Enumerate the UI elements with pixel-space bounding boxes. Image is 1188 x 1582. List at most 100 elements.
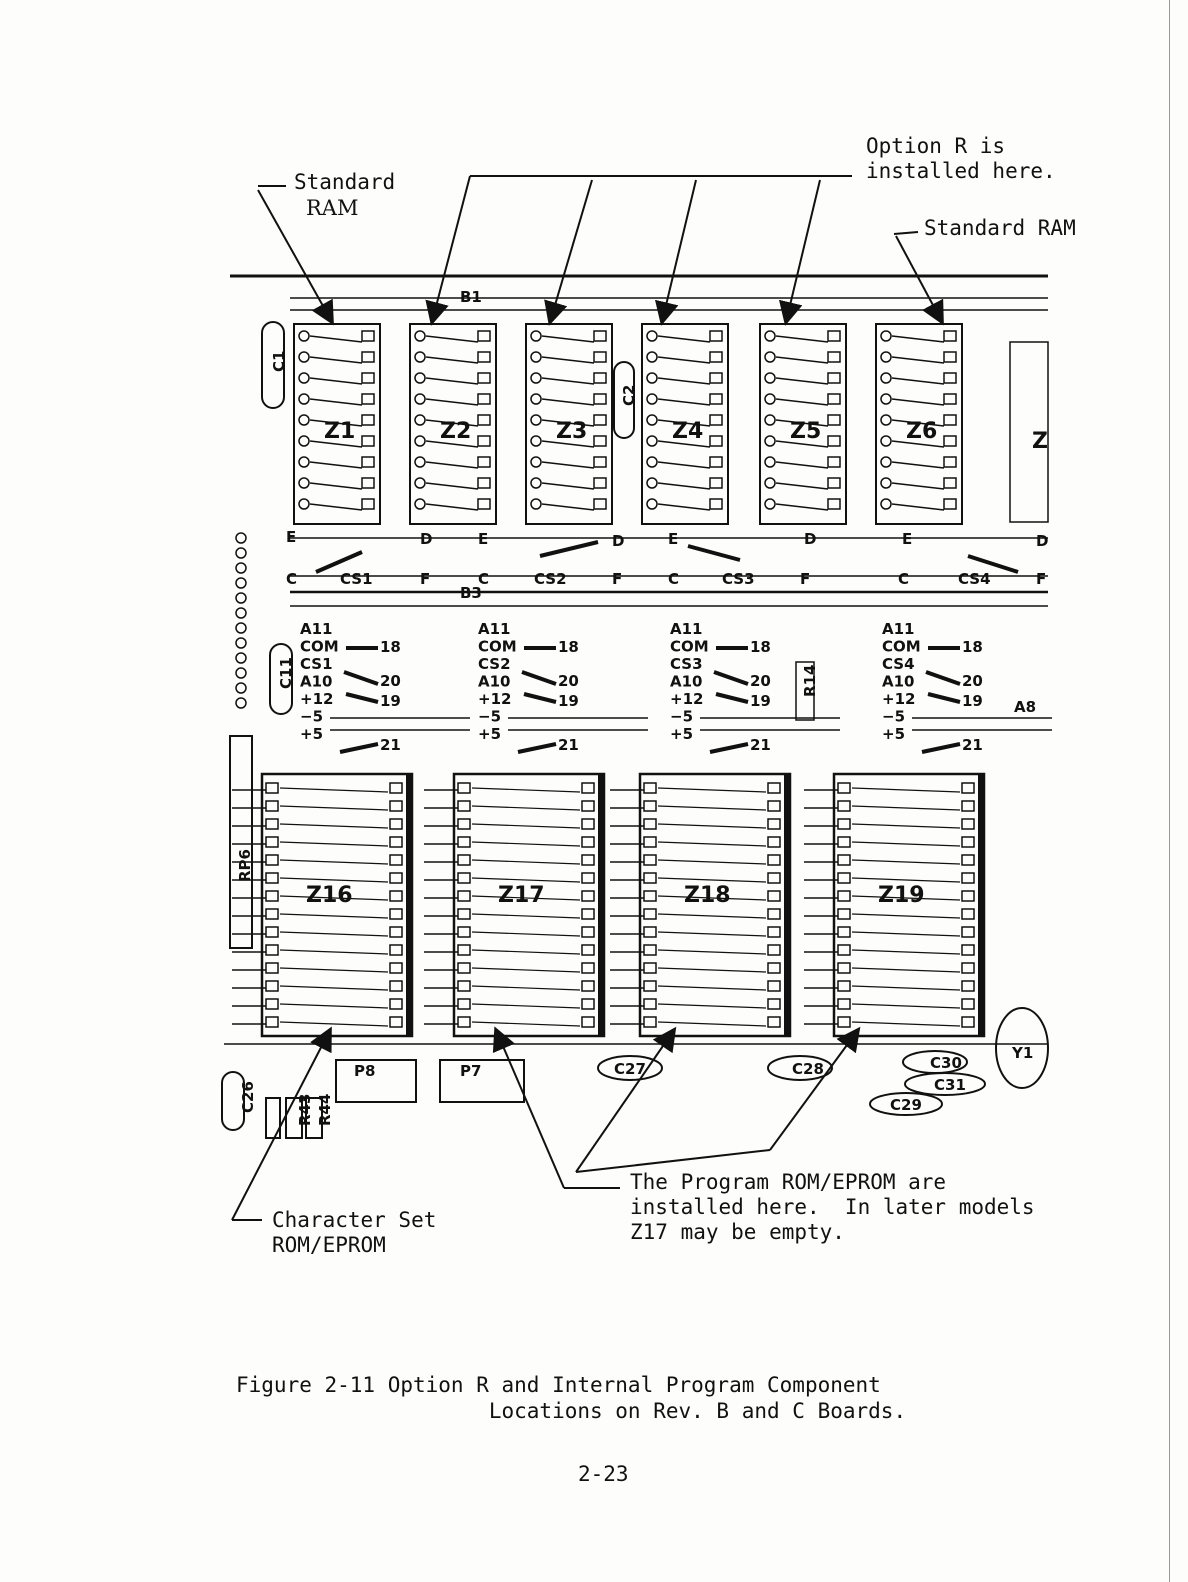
c30-label: C30 <box>930 1054 962 1072</box>
cs2-label: CS2 <box>534 570 567 588</box>
svg-text:C: C <box>898 570 909 588</box>
jumper-number-label: 19 <box>750 692 771 710</box>
program-rom-callout: The Program ROM/EPROM are installed here… <box>630 1170 1035 1244</box>
p8-label: P8 <box>354 1062 375 1080</box>
capacitor-c1 <box>261 321 285 409</box>
jumper-number-label: 21 <box>750 736 771 754</box>
p7-label: P7 <box>460 1062 481 1080</box>
character-set-callout: Character Set ROM/EPROM <box>272 1208 437 1257</box>
resistor-pack-rp6 <box>229 735 253 949</box>
svg-text:E: E <box>478 530 488 548</box>
jumper-number-label: 20 <box>962 672 983 690</box>
jumper-pin-label: −5 <box>478 708 501 726</box>
c28-label: C28 <box>792 1060 824 1078</box>
jumper-pin-label: COM <box>670 638 709 656</box>
jumper-number-label: 21 <box>558 736 579 754</box>
jumper-number-label: 20 <box>750 672 771 690</box>
bottom-components <box>221 1007 1049 1139</box>
svg-text:C: C <box>478 570 489 588</box>
ram-chip-z3: Z3 <box>525 323 613 525</box>
jumper-number-label: 18 <box>962 638 983 656</box>
jumper-letters: E D E D E D E D C F C F C F C F <box>286 528 1048 588</box>
rom-chip-z19: Z19 <box>804 772 986 1038</box>
c26-label: C26 <box>239 1081 257 1113</box>
r44-label: R44 <box>316 1094 334 1126</box>
c29-label: C29 <box>890 1096 922 1114</box>
jumper-pin-label: +5 <box>300 725 323 743</box>
jumper-pin-label: +12 <box>478 690 511 708</box>
rom-chip-label: Z17 <box>498 883 545 908</box>
b3-label: B3 <box>460 584 482 602</box>
jumper-number-label: 20 <box>558 672 579 690</box>
y1-label: Y1 <box>1011 1044 1033 1062</box>
standard-ram-left-callout-line2: RAM <box>306 196 359 220</box>
ram-chip-z5: Z5 <box>759 323 847 525</box>
option-r-callout: Option R is installed here. <box>866 134 1056 183</box>
rom-chip-z17: Z17 <box>424 772 606 1038</box>
jumper-number-label: 20 <box>380 672 401 690</box>
left-edge-pads <box>235 532 247 709</box>
svg-text:D: D <box>612 532 624 550</box>
svg-text:C: C <box>286 570 297 588</box>
capacitor-c11 <box>269 643 293 715</box>
svg-text:F: F <box>800 570 810 588</box>
ram-chip-z6: Z6 <box>875 323 963 525</box>
jumper-pin-label: COM <box>478 638 517 656</box>
c2-label: C2 <box>620 385 638 406</box>
svg-text:E: E <box>286 528 296 546</box>
c31-label: C31 <box>934 1076 966 1094</box>
cs4-label: CS4 <box>958 570 991 588</box>
ram-chip-label: Z1 <box>324 419 355 444</box>
ram-chip-label: Z6 <box>906 419 937 444</box>
jumper-pin-label: A11 <box>670 620 702 638</box>
jumper-pin-label: CS1 <box>300 655 333 673</box>
ram-chip-z2: Z2 <box>409 323 497 525</box>
resistor-r14 <box>795 661 815 721</box>
cs1-label: CS1 <box>340 570 373 588</box>
jumper-number-label: 21 <box>962 736 983 754</box>
b1-label: B1 <box>460 288 482 306</box>
capacitor-c2 <box>613 361 635 439</box>
jumper-pin-label: CS3 <box>670 655 703 673</box>
z-partial-label: Z <box>1032 429 1048 454</box>
cs3-label: CS3 <box>722 570 755 588</box>
r14-label: R14 <box>801 665 819 697</box>
ram-chip-label: Z2 <box>440 419 471 444</box>
jumper-pin-label: A10 <box>300 673 332 691</box>
ram-chip-label: Z3 <box>556 419 587 444</box>
rp6-label: RP6 <box>236 849 254 882</box>
svg-text:E: E <box>902 530 912 548</box>
page-margin-rule <box>1169 0 1170 1582</box>
jumper-pin-label: A10 <box>882 673 914 691</box>
standard-ram-right-callout: Standard RAM <box>924 216 1076 240</box>
c11-label: C11 <box>277 657 295 689</box>
jumper-pin-label: COM <box>882 638 921 656</box>
jumper-pin-label: +12 <box>670 690 703 708</box>
rom-chip-z18: Z18 <box>610 772 792 1038</box>
jumper-rows <box>290 537 1048 607</box>
jumper-pin-label: −5 <box>882 708 905 726</box>
jumper-pin-label: +5 <box>670 725 693 743</box>
c27-label: C27 <box>614 1060 646 1078</box>
jumper-number-label: 19 <box>380 692 401 710</box>
rom-chip-label: Z16 <box>306 883 353 908</box>
jumper-pin-label: A11 <box>478 620 510 638</box>
top-bus-rails <box>230 274 1048 311</box>
jumper-number-label: 18 <box>558 638 579 656</box>
jumper-pin-label: +12 <box>300 690 333 708</box>
a8-label: A8 <box>1014 698 1036 716</box>
jumper-number-label: 21 <box>380 736 401 754</box>
rom-chip-label: Z19 <box>878 883 925 908</box>
ram-chip-label: Z5 <box>790 419 821 444</box>
figure-caption: Figure 2-11 Option R and Internal Progra… <box>236 1373 907 1423</box>
jumper-number-label: 19 <box>558 692 579 710</box>
jumper-pin-label: A11 <box>300 620 332 638</box>
rom-chip-label: Z18 <box>684 883 731 908</box>
rom-chip-z16: Z16 <box>232 772 414 1038</box>
svg-text:F: F <box>420 570 430 588</box>
svg-text:F: F <box>612 570 622 588</box>
